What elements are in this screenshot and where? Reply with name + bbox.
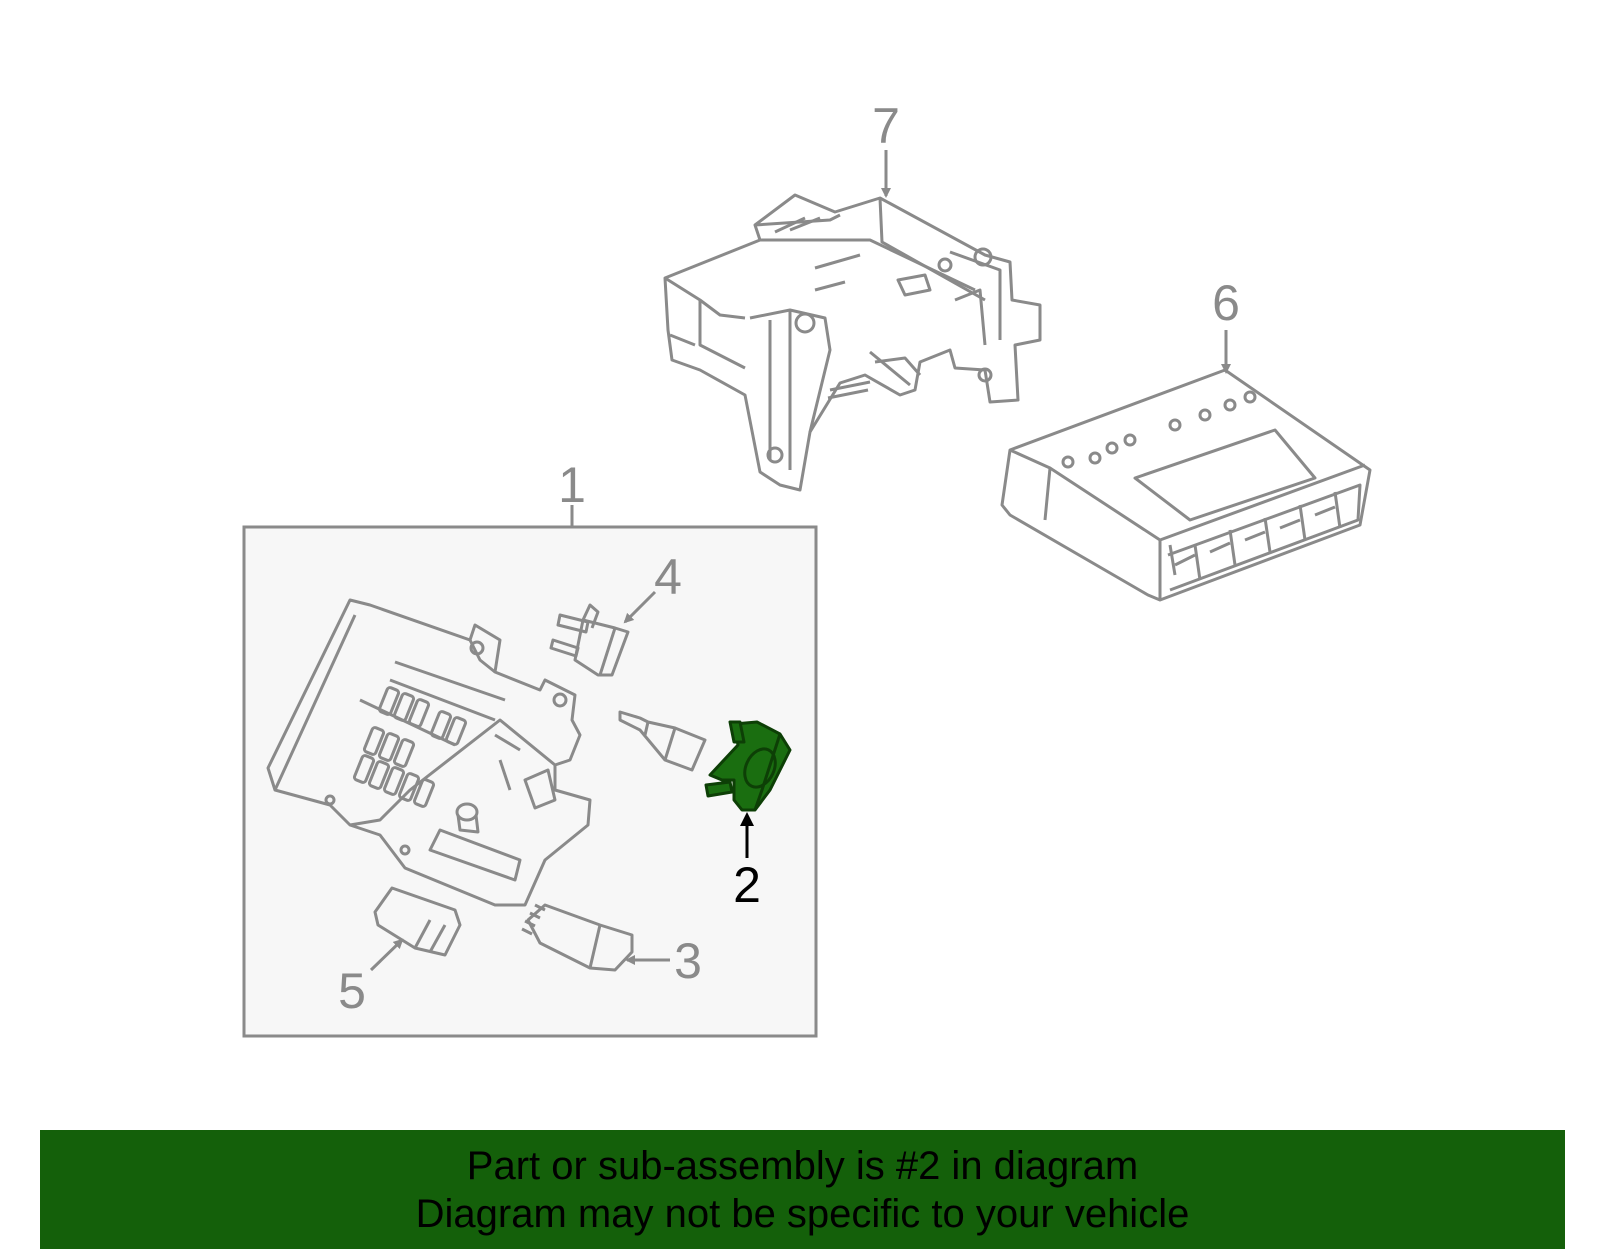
part-5-relay[interactable]	[373, 886, 462, 957]
callout-4: 4	[654, 549, 682, 605]
part-1-assembly-box[interactable]	[242, 525, 818, 1038]
part-3-connector[interactable]	[521, 903, 634, 972]
callout-3: 3	[674, 933, 702, 989]
info-banner: Part or sub-assembly is #2 in diagram Di…	[40, 1130, 1565, 1249]
part-2-highlighted[interactable]	[704, 720, 792, 812]
callout-7: 7	[872, 98, 900, 154]
fuse-row-middle	[362, 726, 416, 768]
part-4-relay[interactable]	[549, 603, 630, 677]
callout-1: 1	[558, 457, 586, 513]
fuse-row-bottom	[352, 754, 436, 808]
callout-5: 5	[338, 963, 366, 1019]
leader-4	[623, 590, 657, 624]
part-7-bracket[interactable]	[663, 193, 1042, 492]
banner-line-1: Part or sub-assembly is #2 in diagram	[466, 1143, 1139, 1188]
part-6-module[interactable]	[1000, 368, 1372, 602]
part-1-fuse-block[interactable]	[266, 598, 592, 907]
leader-5	[369, 938, 404, 972]
callout-6: 6	[1212, 275, 1240, 331]
fuse-row-top	[377, 686, 468, 746]
small-sensor-component[interactable]	[618, 710, 707, 772]
callout-2: 2	[733, 857, 761, 913]
banner-line-2: Diagram may not be specific to your vehi…	[415, 1191, 1190, 1236]
leader-lines	[369, 150, 1231, 972]
